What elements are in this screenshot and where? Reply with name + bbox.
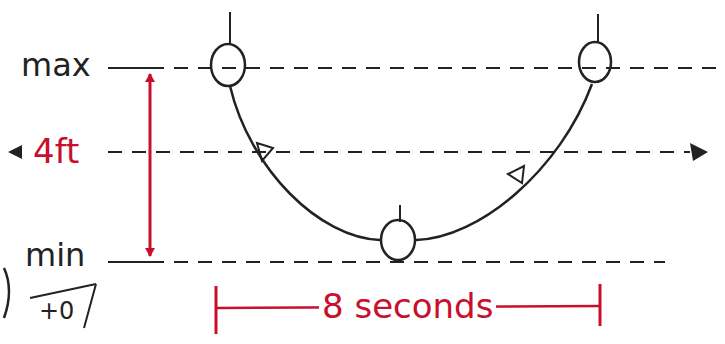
max-label: max	[18, 48, 94, 83]
motion-curve	[230, 84, 592, 240]
rider-circle	[381, 220, 415, 260]
rider-circle	[579, 42, 611, 82]
direction-arrow	[508, 166, 524, 183]
tick	[399, 205, 401, 222]
midline-arrowhead	[8, 145, 22, 159]
rider-circle	[211, 44, 245, 86]
fragment-line	[84, 284, 96, 328]
bracket-tick	[215, 286, 218, 334]
midline-arrowhead	[690, 143, 708, 161]
midline	[108, 151, 690, 153]
min-label: min	[22, 238, 88, 273]
height-arrow	[149, 74, 152, 256]
leader-line	[108, 261, 150, 263]
period-label: 8 seconds	[319, 288, 496, 325]
amplitude-label: 4ft	[30, 133, 82, 170]
fragment-line	[30, 284, 96, 298]
tick	[229, 12, 231, 44]
fragment	[4, 268, 9, 318]
min-line	[150, 261, 665, 263]
direction-arrow	[257, 143, 273, 161]
shift-label: +0	[36, 298, 77, 324]
max-line	[150, 67, 718, 69]
leader-line	[108, 67, 150, 69]
tick	[597, 14, 599, 42]
